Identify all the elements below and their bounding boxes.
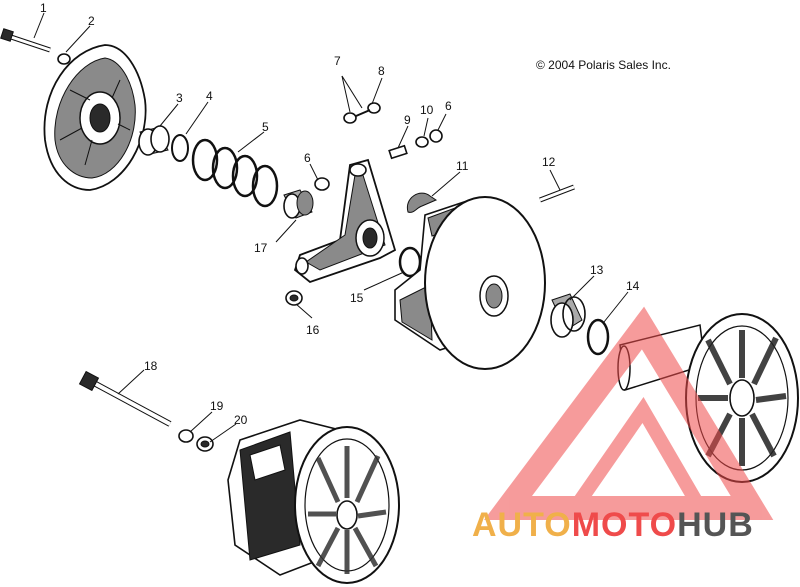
part-nut-16: [285, 290, 303, 306]
watermark-logo-icon: [484, 306, 774, 520]
copyright-text: © 2004 Polaris Sales Inc.: [536, 58, 671, 72]
part-washer-19: [178, 429, 194, 443]
part-bushing-13: [550, 293, 586, 338]
callout-13: 13: [590, 263, 604, 277]
callout-12: 12: [542, 155, 556, 169]
part-roller-6a: [314, 177, 330, 191]
part-bolt-12: [539, 184, 575, 203]
callout-6b: 6: [445, 99, 452, 113]
part-ring-14: [586, 318, 610, 356]
part-washer-2: [57, 53, 71, 65]
callout-18: 18: [144, 359, 158, 373]
callout-8: 8: [378, 64, 385, 78]
callout-17: 17: [254, 241, 268, 255]
part-spring-5: [191, 138, 279, 208]
part-roller-10: [415, 136, 429, 148]
callout-20: 20: [234, 413, 248, 427]
watermark-part-moto: MOTO: [572, 506, 677, 544]
callout-19: 19: [210, 399, 224, 413]
callout-14: 14: [626, 279, 640, 293]
part-assembled-clutch: [227, 419, 400, 584]
part-nut-20: [196, 436, 214, 452]
part-bushing-3: [138, 125, 170, 156]
callout-7: 7: [334, 54, 341, 68]
callout-15: 15: [350, 291, 364, 305]
part-roller-6b: [429, 129, 443, 143]
part-pin-9: [388, 144, 408, 160]
part-bolt-1: [0, 28, 51, 53]
watermark: AUTOMOTOHUB: [472, 306, 774, 544]
callout-16: 16: [306, 323, 320, 337]
callout-1: 1: [40, 1, 47, 15]
watermark-part-hub: HUB: [677, 506, 754, 544]
callout-numbers: 1 2 3 4 5 6 7 8 9 10 6 11 12 17 6 15 13 …: [40, 1, 640, 427]
watermark-part-auto: AUTO: [472, 506, 572, 544]
callout-2: 2: [88, 14, 95, 28]
leader-lines: [33, 12, 629, 443]
part-cover-plate: [43, 44, 147, 191]
part-bolt-18: [78, 370, 172, 427]
callout-10: 10: [420, 103, 434, 117]
callout-6a: 6: [304, 151, 311, 165]
callout-5: 5: [262, 120, 269, 134]
watermark-text: AUTOMOTOHUB: [472, 506, 754, 544]
part-clip-11: [406, 192, 438, 213]
part-spider-arm: [293, 158, 397, 284]
callout-11: 11: [456, 159, 469, 173]
part-moveable-sheave: [394, 196, 546, 370]
part-pin-7-8: [343, 102, 381, 124]
callout-3: 3: [176, 91, 183, 105]
callout-4: 4: [206, 89, 213, 103]
callout-9: 9: [404, 113, 411, 127]
part-bushing-17: [283, 189, 314, 219]
part-ring-4: [171, 134, 189, 162]
